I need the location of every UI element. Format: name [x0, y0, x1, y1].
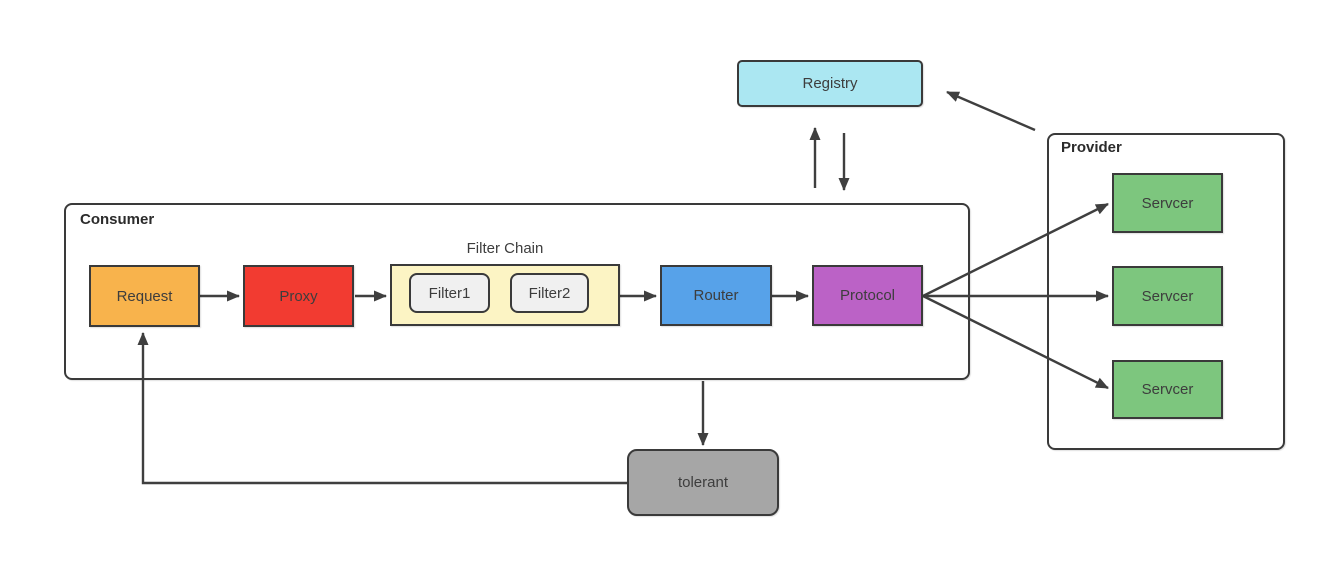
servcer-label-1: Servcer [1141, 194, 1194, 212]
protocol-node: Protocol [812, 265, 923, 326]
registry-label: Registry [802, 75, 858, 92]
router-label: Router [693, 287, 739, 304]
request-label: Request [116, 287, 173, 305]
proxy-label: Proxy [279, 287, 318, 305]
servcer-node-1: Servcer [1112, 173, 1223, 233]
servcer-label-3: Servcer [1141, 381, 1194, 398]
provider-group-label: Provider [1061, 139, 1122, 156]
tolerant-label: tolerant [677, 474, 729, 491]
filter1-label: Filter1 [428, 284, 471, 302]
proxy-node: Proxy [243, 265, 354, 327]
protocol-label: Protocol [839, 287, 896, 304]
filter2-label: Filter2 [528, 284, 571, 302]
servcer-label-2: Servcer [1141, 287, 1194, 305]
filter-chain-title: Filter Chain [466, 240, 544, 257]
filter2-node: Filter2 [510, 273, 589, 313]
router-node: Router [660, 265, 772, 326]
connector-provider-to-registry [946, 90, 1036, 132]
tolerant-node: tolerant [627, 449, 779, 516]
filter1-node: Filter1 [409, 273, 490, 313]
request-node: Request [89, 265, 200, 327]
servcer-node-2: Servcer [1112, 266, 1223, 326]
servcer-node-3: Servcer [1112, 360, 1223, 419]
registry-node: Registry [737, 60, 923, 107]
consumer-group-label: Consumer [80, 211, 155, 228]
